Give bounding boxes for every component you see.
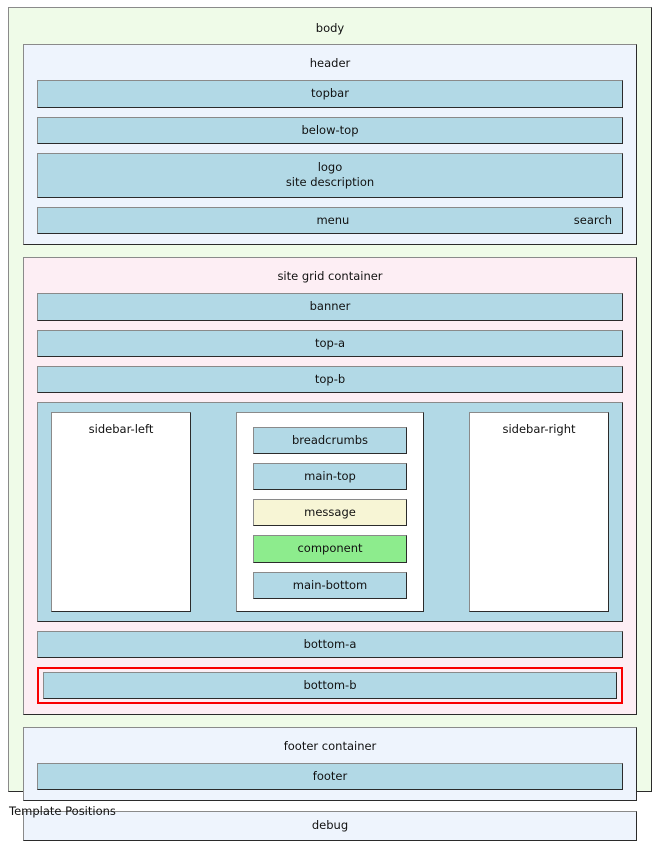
region-below-top: below-top [37, 116, 623, 144]
region-bottom-b: bottom-b [43, 671, 617, 700]
region-footer-label: footer [312, 769, 348, 784]
region-footer-container: footer container footer [23, 727, 637, 802]
region-logo-label: logo [317, 159, 343, 174]
region-main-column: breadcrumbs main-top message component m… [236, 411, 424, 612]
region-main-top: main-top [253, 463, 407, 491]
region-body: body header topbar below-top logo site d… [8, 7, 652, 841]
region-topbar: topbar [37, 80, 623, 108]
region-breadcrumbs-label: breadcrumbs [291, 432, 369, 447]
region-menu-bar: menu search [37, 207, 623, 235]
region-menu-label: menu [316, 213, 350, 228]
diagram-caption: Template Positions [9, 804, 116, 818]
region-header-label: header [309, 56, 351, 71]
region-message: message [253, 499, 407, 527]
region-footer: footer [37, 763, 623, 791]
region-top-b-label: top-b [314, 371, 346, 386]
region-sidebar-right: sidebar-right [469, 411, 609, 612]
region-message-label: message [304, 505, 356, 520]
region-breadcrumbs: breadcrumbs [253, 426, 407, 455]
region-debug-label: debug [311, 818, 349, 833]
region-component-label: component [297, 541, 363, 556]
region-component: component [253, 535, 407, 563]
region-site-grid-container: site grid container banner top-a top-b s… [23, 257, 637, 716]
region-bottom-a-label: bottom-a [303, 636, 357, 651]
region-topbar-label: topbar [311, 86, 349, 101]
region-top-a-label: top-a [314, 335, 346, 350]
region-main-bottom-label: main-bottom [292, 577, 368, 592]
region-sidebar-left: sidebar-left [51, 411, 191, 612]
region-top-a: top-a [37, 329, 623, 357]
region-site-description-label: site description [285, 174, 375, 189]
region-sidebar-left-label: sidebar-left [88, 421, 154, 436]
region-sidebar-right-label: sidebar-right [502, 421, 576, 436]
region-banner: banner [37, 293, 623, 321]
region-bottom-a: bottom-a [37, 630, 623, 658]
region-header: header topbar below-top logo site descri… [23, 44, 637, 246]
region-below-top-label: below-top [301, 122, 359, 137]
region-site-grid-container-label: site grid container [277, 269, 383, 284]
region-footer-container-label: footer container [283, 739, 377, 754]
region-bottom-b-label: bottom-b [303, 677, 357, 692]
region-main-bottom: main-bottom [253, 571, 407, 599]
region-search-label: search [573, 213, 612, 228]
region-main-top-label: main-top [304, 469, 356, 484]
region-banner-label: banner [309, 299, 351, 314]
highlight-outline-bottom-b: bottom-b [37, 666, 623, 705]
region-logo: logo site description [37, 152, 623, 199]
region-columns-wrapper: sidebar-left breadcrumbs main-top messag… [37, 401, 623, 622]
region-body-label: body [315, 21, 345, 35]
region-top-b: top-b [37, 365, 623, 393]
